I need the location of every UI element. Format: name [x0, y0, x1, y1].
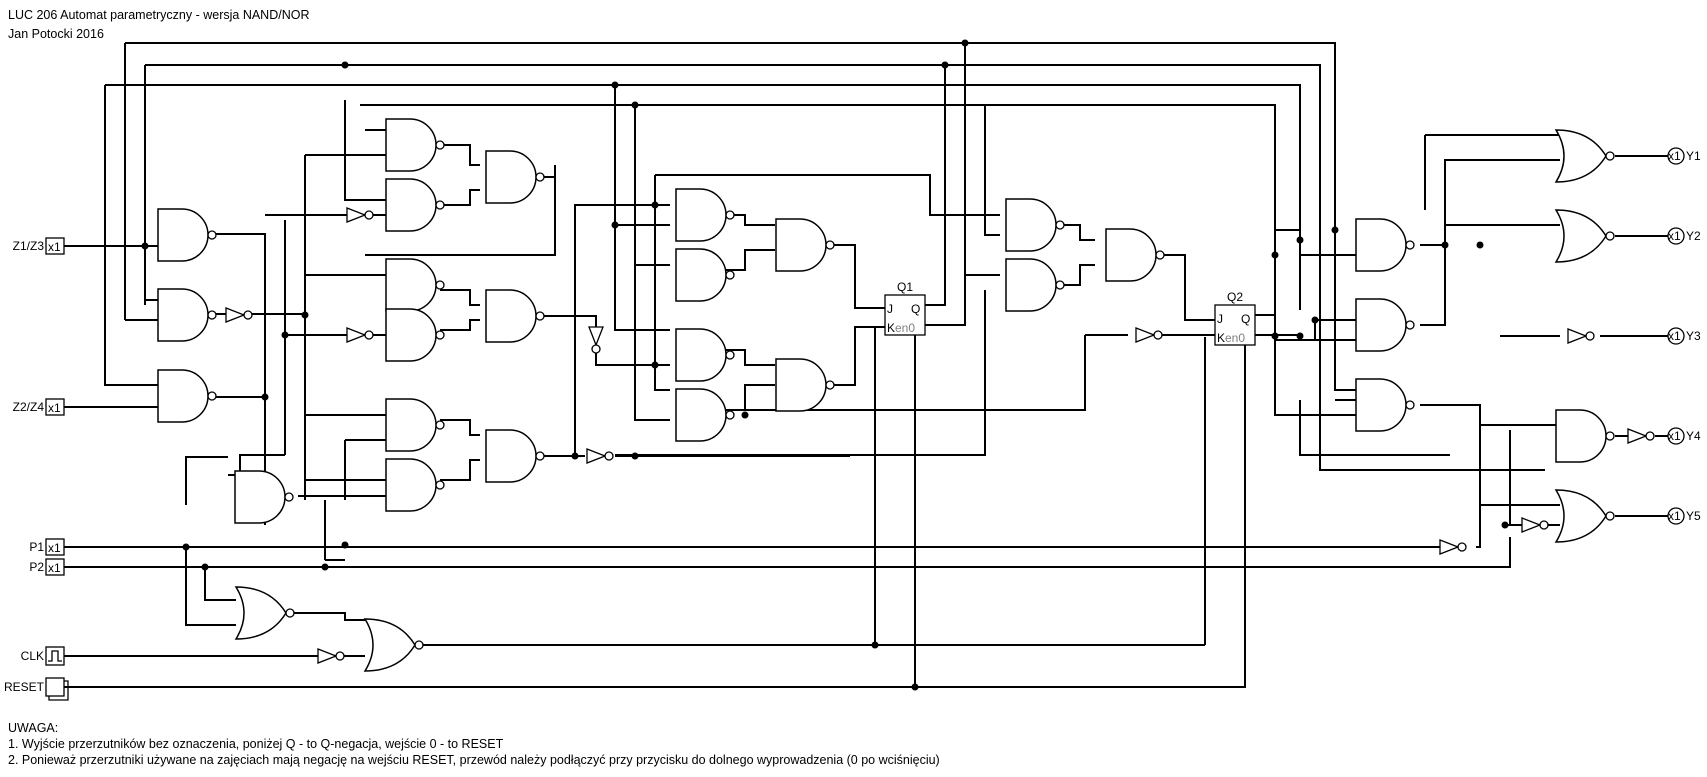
nand-gate — [675, 328, 735, 382]
input-pin-clk: CLK — [21, 646, 65, 666]
nand-gate — [1355, 298, 1415, 352]
nor-gate — [1555, 129, 1615, 183]
notes-heading: UWAGA: — [8, 721, 59, 735]
flipflop-q1-q: Q — [911, 302, 920, 316]
output-pin-y4: x1 Y4 — [1667, 427, 1701, 445]
nand-gate — [1005, 258, 1065, 312]
nand-gate — [157, 208, 217, 262]
input-label: P1 — [29, 540, 44, 554]
flipflop-q2-k: K — [1217, 331, 1225, 345]
output-symbol: x1 — [1668, 149, 1681, 163]
nand-gate — [675, 388, 735, 442]
nand-gate — [234, 470, 294, 524]
flipflop-q2: Q2 J Q K en0 — [1214, 290, 1256, 346]
nor-gate — [364, 618, 424, 672]
output-label: Y1 — [1686, 149, 1701, 163]
input-symbol: x1 — [48, 240, 61, 254]
flipflop-q1-k: K — [887, 321, 895, 335]
input-label: P2 — [29, 560, 44, 574]
output-label: Y3 — [1686, 329, 1701, 343]
nand-gate — [675, 188, 735, 242]
nand-gate — [1005, 198, 1065, 252]
output-pin-y2: x1 Y2 — [1667, 227, 1701, 245]
output-symbol: x1 — [1668, 329, 1681, 343]
input-symbol: x1 — [48, 541, 61, 555]
flipflop-q1-j: J — [887, 302, 893, 316]
nand-gate — [385, 118, 445, 172]
input-pins: Z1/Z3 x1 Z2/Z4 x1 P1 x1 P2 x1 CLK RESET — [4, 237, 69, 701]
output-pins: x1 Y1 x1 Y2 x1 Y3 x1 Y4 x1 Y5 — [1667, 147, 1701, 525]
output-label: Y5 — [1686, 509, 1701, 523]
not-gate — [346, 327, 374, 343]
output-symbol: x1 — [1668, 429, 1681, 443]
nor-gate — [1555, 209, 1615, 263]
nand-gate — [775, 218, 835, 272]
output-symbol: x1 — [1668, 509, 1681, 523]
notes-line-2: 2. Ponieważ przerzutniki używane na zaję… — [8, 753, 940, 767]
not-gate — [225, 307, 253, 323]
nand-gate — [775, 358, 835, 412]
flipflop-q2-j: J — [1217, 312, 1223, 326]
notes-line-1: 1. Wyjście przerzutników bez oznaczenia,… — [8, 737, 504, 751]
not-gate — [1627, 428, 1655, 444]
flipflop-q2-name: Q2 — [1227, 290, 1243, 304]
nor-gate — [235, 586, 295, 640]
flipflop-q2-en: en0 — [1225, 331, 1245, 345]
gates — [157, 118, 1655, 672]
input-symbol: x1 — [48, 561, 61, 575]
nand-gate — [157, 288, 217, 342]
input-label: Z2/Z4 — [13, 400, 45, 414]
nand-gate — [385, 308, 445, 362]
nand-gate — [1355, 218, 1415, 272]
output-pin-y3: x1 Y3 — [1667, 327, 1701, 345]
not-gate — [1567, 328, 1595, 344]
nand-gate — [1355, 378, 1415, 432]
input-pin-reset: RESET — [4, 677, 69, 701]
nand-gate — [385, 458, 445, 512]
output-label: Y2 — [1686, 229, 1701, 243]
clock-icon — [48, 650, 62, 662]
nand-gate — [675, 248, 735, 302]
not-gate — [586, 448, 614, 464]
nand-gate — [1105, 228, 1165, 282]
input-label: Z1/Z3 — [13, 239, 45, 253]
nand-gate — [385, 178, 445, 232]
wires — [64, 42, 1668, 688]
diagram-title: LUC 206 Automat parametryczny - wersja N… — [8, 8, 310, 22]
button-icon — [45, 677, 65, 697]
not-gate — [346, 207, 374, 223]
nand-gate — [157, 369, 217, 423]
input-pin-z2z4: Z2/Z4 x1 — [13, 398, 65, 416]
nand-gate — [1555, 409, 1615, 463]
input-label: RESET — [4, 680, 45, 694]
nor-gate — [1555, 489, 1615, 543]
flipflop-q1-en: en0 — [895, 321, 915, 335]
input-pin-p2: P2 x1 — [29, 558, 65, 576]
output-symbol: x1 — [1668, 229, 1681, 243]
nand-gate — [485, 150, 545, 204]
nand-gate — [385, 398, 445, 452]
input-pin-z1z3: Z1/Z3 x1 — [13, 237, 65, 255]
diagram-author: Jan Potocki 2016 — [8, 27, 104, 41]
junction-dots — [141, 39, 1509, 691]
flipflop-q1: Q1 J Q K en0 — [884, 280, 926, 336]
nand-gate — [485, 429, 545, 483]
flipflop-q2-q: Q — [1241, 312, 1250, 326]
not-gate — [1521, 517, 1549, 533]
not-gate — [317, 648, 345, 664]
flipflop-q1-name: Q1 — [897, 280, 913, 294]
nand-gate — [385, 258, 445, 312]
input-pin-p1: P1 x1 — [29, 538, 65, 556]
output-label: Y4 — [1686, 429, 1701, 443]
not-gate — [1135, 327, 1163, 343]
input-symbol: x1 — [48, 401, 61, 415]
output-pin-y5: x1 Y5 — [1667, 507, 1701, 525]
input-label: CLK — [21, 649, 44, 663]
output-pin-y1: x1 Y1 — [1667, 147, 1701, 165]
nand-gate — [485, 289, 545, 343]
not-gate — [588, 326, 604, 354]
not-gate — [1439, 539, 1467, 555]
